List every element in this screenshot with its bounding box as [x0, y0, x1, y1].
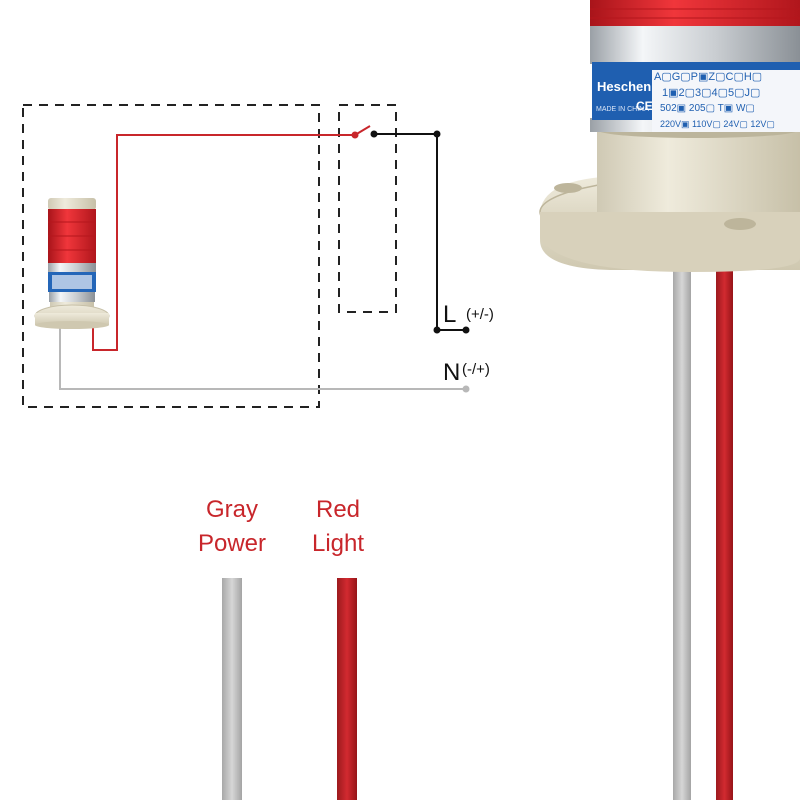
mounting-hole-right [724, 218, 756, 230]
terminal-L-polarity: (+/-) [466, 306, 494, 323]
red-wire-label-line1: Red [315, 496, 361, 523]
red-light-wire [337, 578, 357, 800]
gray-wire-label-line1: Gray [205, 496, 258, 523]
live-wire-schematic [374, 133, 466, 331]
neutral-wire-schematic [59, 328, 466, 390]
label-spec-row-4: 220V▣ 110V▢ 24V▢ 12V▢ [660, 119, 775, 129]
product-brand-label: Heschen [597, 79, 652, 94]
tower-light-product-photo [539, 0, 800, 800]
label-ce-mark: CE [636, 99, 653, 113]
label-spec-row-1: A▢G▢P▣Z▢C▢H▢ [654, 71, 763, 83]
terminal-L-dot [462, 326, 470, 334]
live-wire-junction-dot [433, 130, 441, 138]
gray-wire-photo [673, 262, 691, 800]
red-wire-label-line2: Light [311, 530, 365, 557]
terminal-N-dot [462, 385, 470, 393]
red-signal-wire-schematic [92, 134, 355, 351]
terminal-N-polarity: (-/+) [462, 361, 490, 378]
terminal-N-letter: N [443, 359, 461, 386]
mounting-hole-left [554, 183, 582, 193]
label-origin-text: MADE IN CHINA [596, 106, 649, 113]
small-tower-light-icon [34, 198, 110, 329]
switch-contact-red-dot [351, 131, 359, 139]
switch-enclosure-dashed-box [338, 104, 397, 313]
terminal-L-letter: L [443, 301, 457, 328]
gray-wire-label-line2: Power [197, 530, 267, 557]
label-spec-row-2: 1▣2▢3▢4▢5▢J▢ [662, 87, 761, 99]
label-spec-row-3: 502▣ 205▢ T▣ W▢ [660, 103, 755, 114]
red-wire-photo [716, 262, 733, 800]
terminal-L-dot-inner [433, 326, 441, 334]
gray-power-wire [222, 578, 242, 800]
device-enclosure-dashed-box [22, 104, 320, 408]
